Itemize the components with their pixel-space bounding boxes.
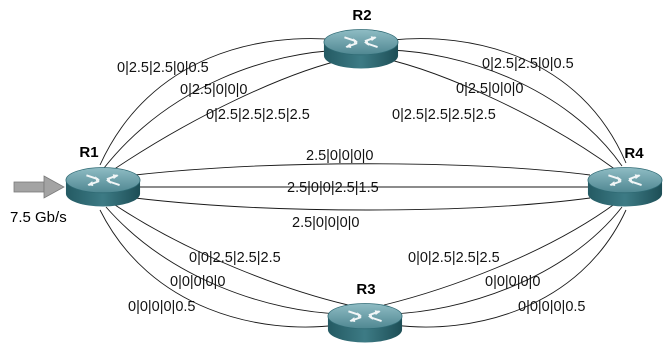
router-r2-label: R2: [352, 7, 371, 24]
link-r1-r3-3: [99, 209, 339, 328]
link-label-r2-r4-1: 0|2.5|2.5|0|0.5: [482, 56, 574, 72]
link-r2-r4-1: [391, 38, 627, 164]
link-r3-r4-1: [383, 202, 617, 306]
link-label-r1-r3-1: 0|0|2.5|2.5|2.5: [189, 250, 281, 266]
router-r3-label: R3: [356, 281, 375, 298]
link-label-r1-r3-2: 0|0|0|0|0: [170, 274, 225, 290]
link-r1-r2-3: [109, 57, 351, 173]
links-r1-r3: [99, 202, 349, 328]
link-r3-r4-2: [389, 206, 623, 315]
links-r3-r4: [383, 202, 627, 328]
link-r1-r4-1: [134, 163, 591, 176]
link-r1-r2-2: [103, 49, 345, 169]
link-label-r1-r4-2: 2.5|0|0|2.5|1.5: [287, 180, 379, 196]
input-rate-label: 7.5 Gb/s: [10, 209, 67, 226]
link-r1-r2-1: [99, 38, 341, 166]
link-label-r3-r4-3: 0|0|0|0|0.5: [518, 299, 585, 315]
router-r4-label: R4: [624, 145, 644, 162]
link-r1-r3-1: [111, 202, 349, 306]
link-label-r2-r4-2: 0|2.5|0|0|0: [456, 81, 523, 97]
link-label-r1-r3-3: 0|0|0|0|0.5: [128, 299, 195, 315]
link-label-r1-r2-1: 0|2.5|2.5|0|0.5: [117, 60, 209, 76]
router-r4-icon: [586, 166, 663, 208]
link-label-r1-r2-3: 0|2.5|2.5|2.5|2.5: [206, 107, 310, 123]
router-r1-label: R1: [79, 144, 98, 161]
link-label-r1-r4-1: 2.5|0|0|0|0: [306, 148, 373, 164]
router-r1-icon: [64, 166, 142, 208]
router-r2-icon: [322, 28, 400, 70]
link-label-r2-r4-3: 0|2.5|2.5|2.5|2.5: [392, 107, 496, 123]
link-label-r3-r4-1: 0|0|2.5|2.5|2.5: [408, 250, 500, 266]
router-r3-icon: [326, 302, 404, 344]
link-label-r1-r4-3: 2.5|0|0|0|0: [292, 215, 359, 231]
input-arrow: [13, 175, 65, 199]
link-r3-r4-3: [393, 209, 627, 328]
links-r1-r2: [99, 38, 351, 173]
link-r2-r4-3: [381, 57, 617, 171]
links-r1-r4: [134, 163, 591, 211]
links-r2-r4: [381, 38, 627, 171]
link-label-r1-r2-2: 0|2.5|0|0|0: [180, 82, 247, 98]
link-r1-r3-2: [105, 206, 343, 315]
link-r1-r4-3: [134, 197, 591, 211]
link-label-r3-r4-2: 0|0|0|0|0: [485, 274, 540, 290]
link-r2-r4-2: [387, 49, 623, 167]
